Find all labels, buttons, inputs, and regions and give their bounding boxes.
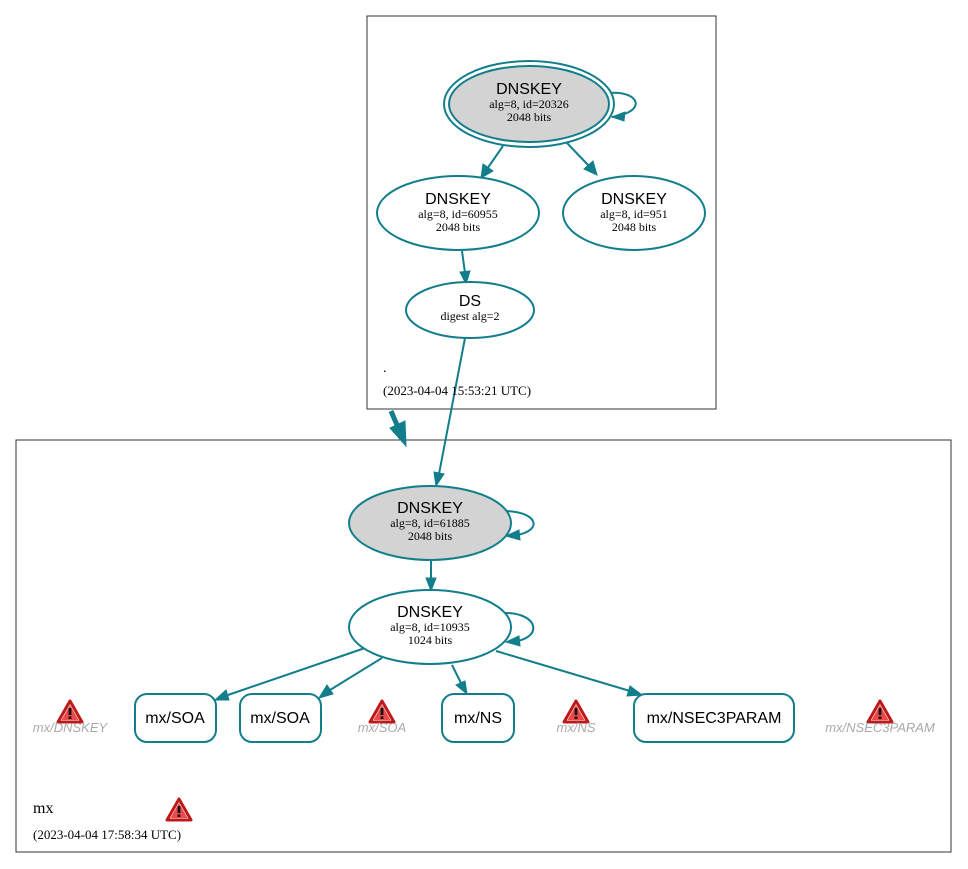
node-detail-label: 2048 bits [408, 529, 453, 543]
node-detail-label: digest alg=2 [440, 309, 499, 323]
record-label: mx/SOA [145, 710, 205, 727]
node-detail-label: alg=8, id=60955 [418, 207, 498, 221]
root-zone-name: . [383, 361, 387, 376]
warning-label: mx/NSEC3PARAM [825, 720, 935, 735]
record-soa-1[interactable]: mx/SOA [134, 693, 217, 743]
warning-ns[interactable]: mx/NS [557, 699, 596, 735]
root-ksk-node[interactable]: DNSKEY alg=8, id=20326 2048 bits [443, 60, 615, 148]
root-zone-timestamp: (2023-04-04 15:53:21 UTC) [383, 383, 531, 398]
mx-zsk-node[interactable]: DNSKEY alg=8, id=10935 1024 bits [348, 589, 512, 665]
warning-soa[interactable]: mx/SOA [358, 699, 406, 735]
node-detail-label: alg=8, id=61885 [390, 516, 470, 530]
warning-label: mx/SOA [358, 720, 406, 735]
node-detail-label: alg=8, id=20326 [489, 97, 569, 111]
node-detail-label: 2048 bits [507, 110, 552, 124]
warning-nsec3param[interactable]: mx/NSEC3PARAM [825, 699, 935, 735]
ds-node[interactable]: DS digest alg=2 [405, 281, 535, 339]
node-detail-label: alg=8, id=951 [600, 207, 668, 221]
node-detail-label: alg=8, id=10935 [390, 620, 470, 634]
node-detail-label: 1024 bits [408, 633, 453, 647]
warning-label: mx/NS [557, 720, 596, 735]
mx-ksk-node[interactable]: DNSKEY alg=8, id=61885 2048 bits [348, 485, 512, 561]
node-type-label: DNSKEY [397, 500, 463, 517]
node-type-label: DNSKEY [496, 81, 562, 98]
edges [213, 91, 644, 701]
node-detail-label: 2048 bits [612, 220, 657, 234]
node-type-label: DNSKEY [397, 604, 463, 621]
mx-zone-name: mx [33, 800, 53, 817]
record-ns[interactable]: mx/NS [441, 693, 515, 743]
record-soa-2[interactable]: mx/SOA [239, 693, 322, 743]
root-zsk-node-951[interactable]: DNSKEY alg=8, id=951 2048 bits [562, 175, 706, 251]
node-type-label: DNSKEY [425, 191, 491, 208]
node-type-label: DS [459, 293, 481, 310]
record-label: mx/SOA [250, 710, 310, 727]
warning-dnskey[interactable]: mx/DNSKEY [33, 699, 109, 735]
root-zsk-node-60955[interactable]: DNSKEY alg=8, id=60955 2048 bits [376, 175, 540, 251]
warning-label: mx/DNSKEY [33, 720, 109, 735]
record-label: mx/NS [454, 710, 502, 727]
node-detail-label: 2048 bits [436, 220, 481, 234]
record-label: mx/NSEC3PARAM [647, 710, 782, 727]
mx-zone-timestamp: (2023-04-04 17:58:34 UTC) [33, 827, 181, 842]
record-nsec3param[interactable]: mx/NSEC3PARAM [633, 693, 795, 743]
node-type-label: DNSKEY [601, 191, 667, 208]
